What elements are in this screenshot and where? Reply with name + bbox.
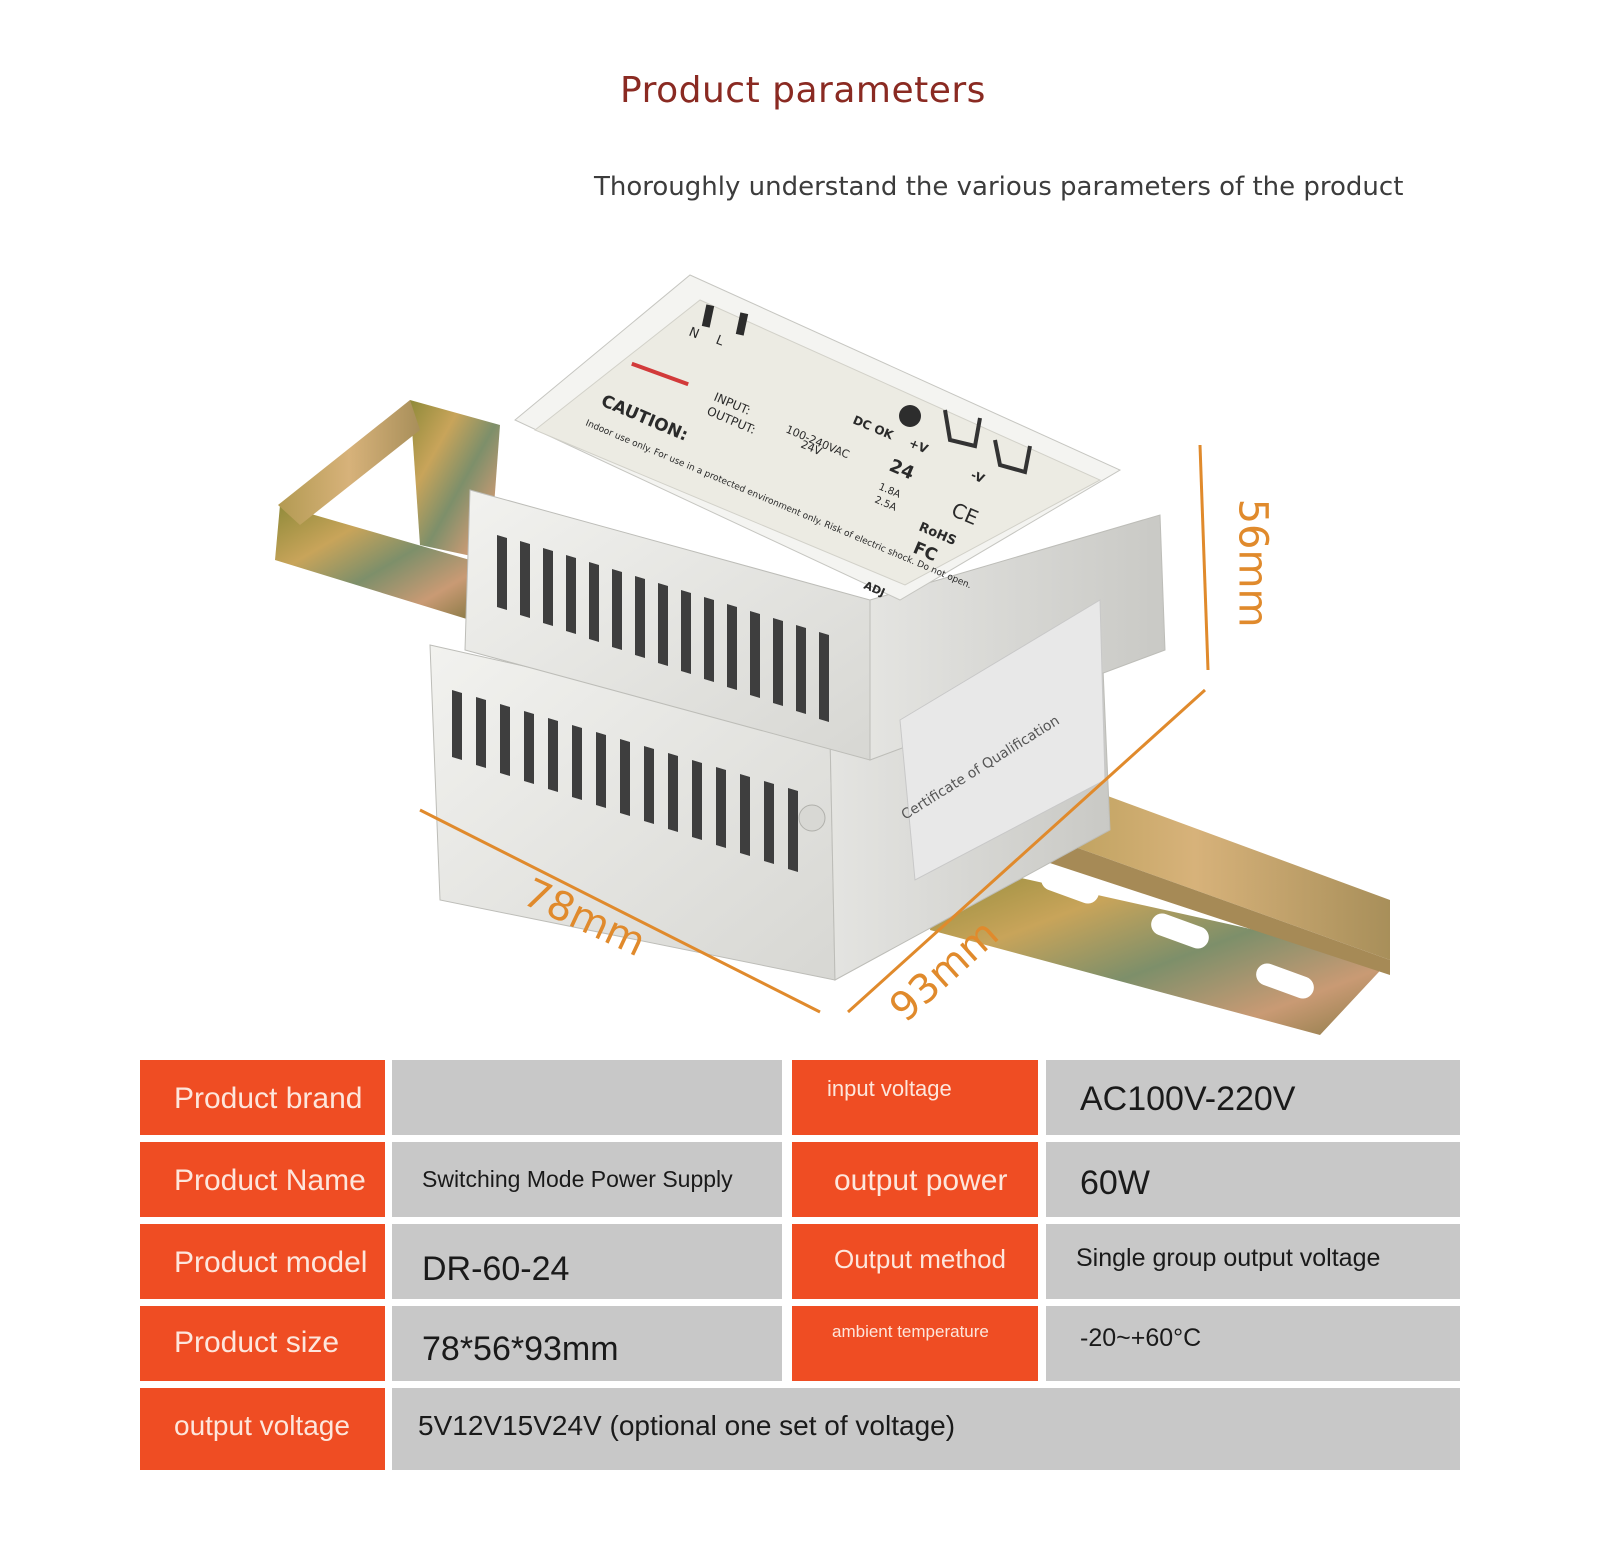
value-product-brand [392, 1060, 782, 1135]
label-product-brand: Product brand [140, 1060, 385, 1135]
value-output-voltage: 5V12V15V24V (optional one set of voltage… [392, 1388, 1460, 1470]
vent-slots-upper [497, 535, 829, 722]
value-product-size: 78*56*93mm [392, 1306, 782, 1381]
label-product-name: Product Name [140, 1142, 385, 1217]
page-title: Product parameters [620, 70, 986, 111]
value-product-model: DR-60-24 [392, 1224, 782, 1299]
minus-v-text: -V [969, 468, 987, 486]
value-input-voltage: AC100V-220V [1046, 1060, 1460, 1135]
label-ambient-temperature: ambient temperature [792, 1306, 1038, 1381]
product-illustration: N L CAUTION: Indoor use only. For use in… [275, 274, 1390, 1035]
page-subtitle: Thoroughly understand the various parame… [594, 172, 1404, 202]
label-input-voltage: input voltage [792, 1060, 1038, 1135]
value-product-name: Switching Mode Power Supply [392, 1142, 782, 1217]
label-output-method: Output method [792, 1224, 1038, 1299]
label-product-size: Product size [140, 1306, 385, 1381]
label-output-voltage: output voltage [140, 1388, 385, 1470]
value-ambient-temperature: -20~+60°C [1046, 1306, 1460, 1381]
vent-slots-lower [452, 690, 798, 872]
value-output-power: 60W [1046, 1142, 1460, 1217]
spec-table: Product brand input voltage AC100V-220V … [140, 1060, 1460, 1500]
power-supply-module [429, 274, 1166, 981]
label-product-model: Product model [140, 1224, 385, 1299]
label-output-power: output power [792, 1142, 1038, 1217]
value-output-method: Single group output voltage [1046, 1224, 1460, 1299]
dimension-height-label: 56mm [1229, 498, 1276, 628]
dimension-lines [419, 444, 1210, 1014]
